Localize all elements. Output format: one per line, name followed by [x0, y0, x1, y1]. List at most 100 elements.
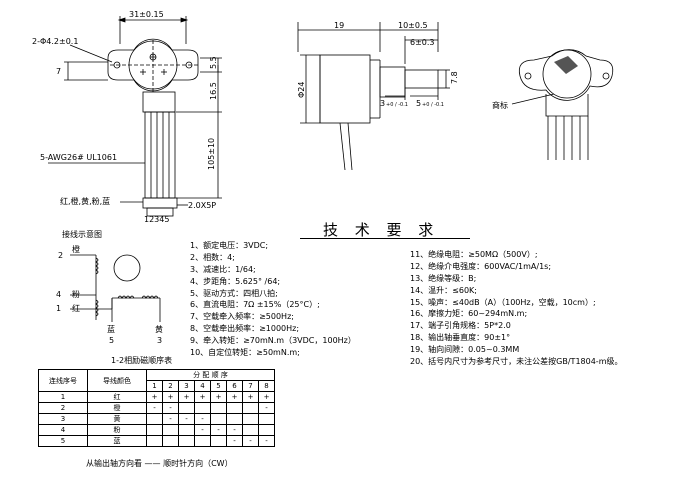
- row-cell: -: [194, 413, 211, 425]
- header-no: 连线序号: [38, 369, 88, 392]
- dim-5: 5: [416, 99, 421, 108]
- spec-item: 3、减速比：1/64;: [190, 264, 256, 274]
- row-cell: -: [258, 435, 275, 447]
- row-cell: -: [162, 402, 179, 414]
- spec-item: 10、自定位转矩：≥50mN.m;: [190, 348, 300, 358]
- dim-5-tol: +0 / -0.1: [422, 102, 444, 108]
- row-cell: [210, 402, 227, 414]
- spec-item: 6、直流电阻：7Ω ±15%（25°C）;: [190, 300, 320, 310]
- step-header: 6: [226, 380, 243, 392]
- dim-3-tol: +0 / -0.1: [386, 102, 408, 108]
- spec-item: 18、输出轴垂直度：90±1°: [410, 333, 511, 343]
- row-no: 4: [38, 424, 88, 436]
- step-header: 2: [162, 380, 179, 392]
- title-underline: [300, 238, 470, 239]
- spec-item: 11、绝缘电阻：≥50MΩ（500V）;: [410, 250, 538, 259]
- wiring-4: 4: [56, 290, 61, 299]
- row-cell: [162, 424, 179, 436]
- row-cell: [242, 413, 259, 425]
- row-cell: [258, 424, 275, 436]
- wiring-blue: 蓝: [107, 324, 115, 334]
- sequence-table: 连线序号 导线颜色 分 配 顺 序 1 2 3 4 5 6 7 8 1 红 + …: [38, 369, 275, 447]
- dim-width-top: 31±0.15: [129, 10, 164, 19]
- row-cell: +: [258, 391, 275, 403]
- row-cell: -: [178, 413, 195, 425]
- spec-list-left: 1、额定电压：3VDC; 2、相数：4; 3、减速比：1/64; 4、步距角：5…: [190, 240, 356, 359]
- sequence-table-title: 1-2相励磁顺序表: [111, 356, 173, 365]
- row-color: 橙: [87, 402, 147, 414]
- row-cell: [210, 435, 227, 447]
- tech-requirements-title: 技 术 要 求: [323, 221, 440, 239]
- row-cell: [242, 402, 259, 414]
- row-color: 红: [87, 391, 147, 403]
- dim-d24: Φ24: [297, 82, 306, 98]
- row-cell: -: [210, 424, 227, 436]
- row-cell: [226, 413, 243, 425]
- row-cell: -: [146, 402, 163, 414]
- spec-item: 13、绝缘等级：B;: [410, 273, 477, 283]
- table-row: 3 黄 - - -: [38, 413, 275, 425]
- step-header: 5: [210, 380, 227, 392]
- connector-spec: 2.0X5P: [188, 201, 216, 210]
- header-sequence: 分 配 顺 序: [146, 369, 275, 381]
- wiring-red: 红: [72, 303, 80, 313]
- spec-item: 14、温升：≤60K;: [410, 285, 478, 295]
- header-color: 导线颜色: [87, 369, 147, 392]
- wiring-yellow: 黄: [155, 324, 163, 334]
- wiring-orange: 橙: [72, 244, 80, 254]
- spec-item: 1、额定电压：3VDC;: [190, 241, 269, 250]
- row-cell: +: [242, 391, 259, 403]
- row-cell: [178, 424, 195, 436]
- row-cell: [146, 435, 163, 447]
- row-cell: +: [146, 391, 163, 403]
- wiring-diagram-title: 接线示意图: [62, 230, 102, 239]
- row-cell: [258, 413, 275, 425]
- row-cell: [178, 402, 195, 414]
- step-header: 3: [178, 380, 195, 392]
- rotation-note: 从输出轴方向看 —— 顺时针方向（CW）: [86, 459, 233, 468]
- row-cell: -: [194, 424, 211, 436]
- row-color: 粉: [87, 424, 147, 436]
- row-cell: +: [178, 391, 195, 403]
- dim-7-8: 7.8: [450, 71, 459, 84]
- spec-item: 15、噪声：≤40dB（A）（100Hz，空载，10cm）;: [410, 297, 596, 307]
- spec-item: 9、牵入转矩：≥70mN.m（3VDC，100Hz）: [190, 336, 356, 346]
- spec-item: 17、端子引角规格：5P*2.0: [410, 321, 511, 331]
- row-cell: [210, 413, 227, 425]
- row-cell: [178, 435, 195, 447]
- row-cell: -: [226, 424, 243, 436]
- step-header: 7: [242, 380, 259, 392]
- dim-105: 105±10: [207, 138, 216, 170]
- spec-item: 20、括号内尺寸为参考尺寸，未注公差按GB/T1804-m级。: [410, 357, 623, 367]
- row-cell: -: [162, 413, 179, 425]
- row-cell: +: [194, 391, 211, 403]
- step-header: 4: [194, 380, 211, 392]
- row-cell: +: [210, 391, 227, 403]
- dim-7: 7: [56, 67, 61, 76]
- dim-6: 6±0.3: [410, 38, 435, 47]
- spec-item: 5、驱动方式：四相八拍;: [190, 288, 278, 298]
- row-no: 2: [38, 402, 88, 414]
- row-no: 1: [38, 391, 88, 403]
- dim-16-5: 16.5: [209, 82, 218, 100]
- row-no: 3: [38, 413, 88, 425]
- row-cell: +: [226, 391, 243, 403]
- wiring-1: 1: [56, 304, 61, 313]
- wiring-2: 2: [58, 251, 63, 260]
- row-color: 蓝: [87, 435, 147, 447]
- spec-item: 7、空载牵入频率：≥500Hz;: [190, 312, 294, 322]
- row-cell: -: [258, 402, 275, 414]
- spec-item: 2、相数：4;: [190, 252, 235, 262]
- spec-item: 16、摩擦力矩：60~294mN.m;: [410, 309, 528, 319]
- row-cell: [242, 424, 259, 436]
- step-header: 1: [146, 380, 163, 392]
- table-row: 4 粉 - - -: [38, 424, 275, 436]
- table-row: 2 橙 - - -: [38, 402, 275, 414]
- trademark-label: 商标: [492, 100, 508, 110]
- dim-5-5: 5.5: [209, 56, 218, 69]
- row-cell: -: [242, 435, 259, 447]
- step-header: 8: [258, 380, 275, 392]
- dim-hole: 2-Φ4.2±0.1: [32, 37, 78, 46]
- table-row: 5 蓝 - - -: [38, 435, 275, 447]
- row-cell: +: [162, 391, 179, 403]
